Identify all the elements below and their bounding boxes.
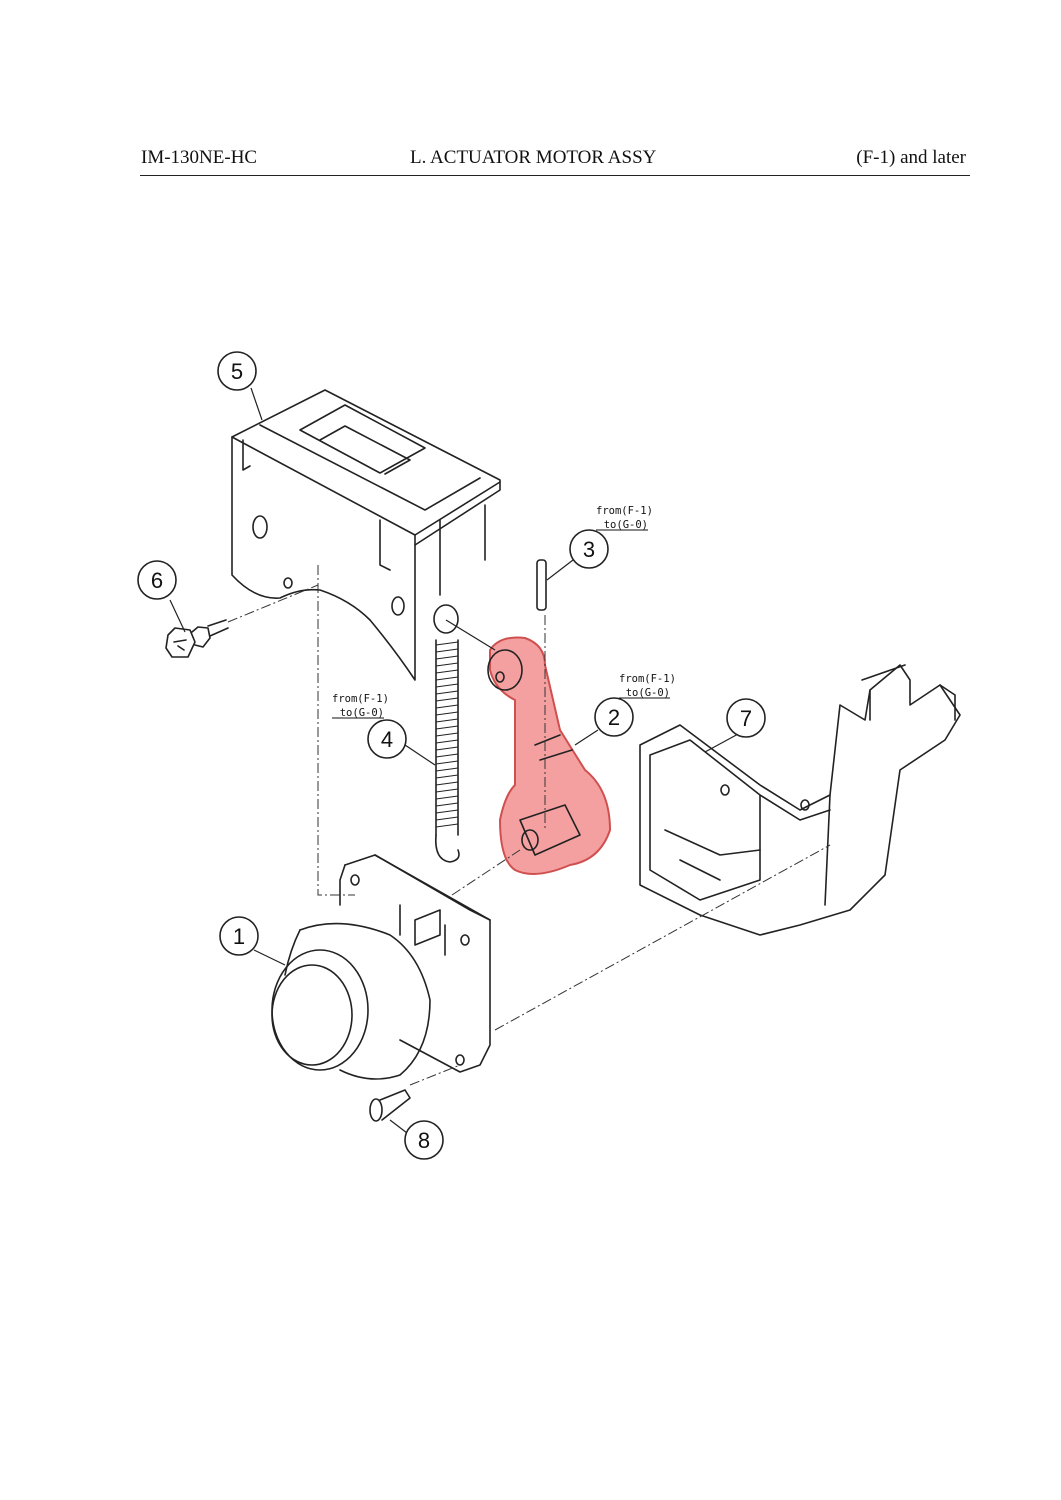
callout-4: 4 <box>381 727 393 752</box>
part-8-screw <box>369 1089 411 1122</box>
part3-note-to: to(G-0) <box>604 519 648 531</box>
model-number: IM-130NE-HC <box>141 147 258 168</box>
note-underlines <box>332 529 670 719</box>
callout-3: 3 <box>583 537 595 562</box>
spring-coils <box>435 641 459 828</box>
callout-circle-1 <box>219 916 259 956</box>
callout-circle-7 <box>726 698 766 738</box>
callout-circle-3 <box>569 529 609 569</box>
part-3-pin <box>536 559 547 611</box>
part4-note-to: to(G-0) <box>340 707 384 719</box>
callout-circle-6 <box>137 560 177 600</box>
part-6-screw <box>165 619 229 658</box>
callout-5: 5 <box>231 359 243 384</box>
callout-circle-5 <box>217 351 257 391</box>
part4-note-from: from(F-1) <box>332 693 389 705</box>
part3-note-from: from(F-1) <box>596 505 653 517</box>
callout-circle-8 <box>404 1120 444 1160</box>
page-title: L. ACTUATOR MOTOR ASSY <box>410 147 657 168</box>
part-1-motor <box>271 854 491 1080</box>
callout-2: 2 <box>608 705 620 730</box>
serial-notes: from(F-1) to(G-0) from(F-1) to(G-0) from… <box>332 505 676 719</box>
serial-range: (F-1) and later <box>856 147 966 168</box>
callout-7: 7 <box>740 706 752 731</box>
callout-8: 8 <box>418 1128 430 1153</box>
leader-lines <box>169 387 741 1134</box>
part2-note-to: to(G-0) <box>626 687 670 699</box>
callout-6: 6 <box>151 568 163 593</box>
callout-circle-2 <box>594 697 634 737</box>
callout-circle-4 <box>367 719 407 759</box>
callout-numbers: 5 6 3 2 4 7 1 8 <box>151 359 752 1153</box>
part-5-bracket <box>231 389 501 681</box>
callout-circles <box>137 351 766 1160</box>
part-7-cover <box>639 664 961 936</box>
part2-note-from: from(F-1) <box>619 673 676 685</box>
part-2-lever <box>487 636 611 875</box>
page-header: IM-130NE-HC L. ACTUATOR MOTOR ASSY (F-1)… <box>140 147 970 176</box>
callout-1: 1 <box>233 924 245 949</box>
assembly-lines <box>227 565 831 1086</box>
